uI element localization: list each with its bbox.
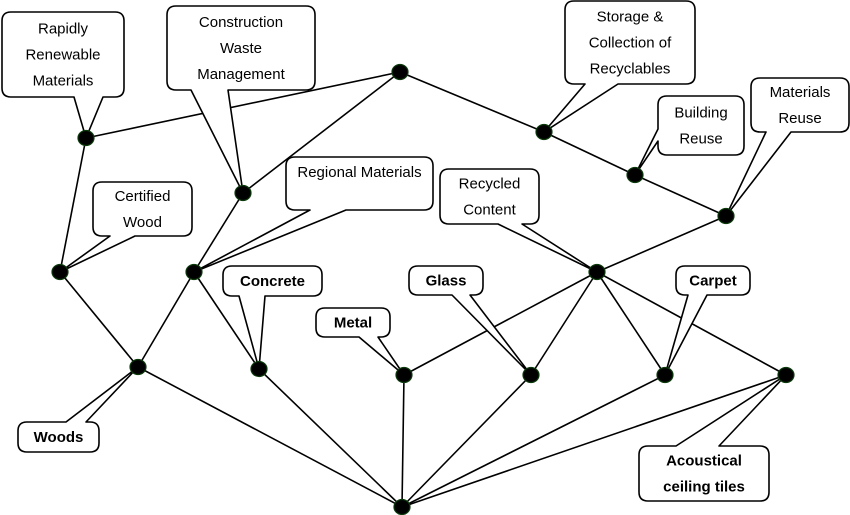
callout-label: Rapidly [38, 21, 89, 38]
callout-label: Regional Materials [297, 164, 421, 181]
callout-label: Wood [123, 214, 162, 231]
node-rapid [77, 129, 95, 147]
callout-label: Building [674, 105, 727, 122]
node-bottom [393, 498, 411, 515]
callout-storage: Storage & Collection of Recyclables [543, 0, 696, 133]
callout-bubble [166, 5, 316, 194]
callout-label: Recyclables [590, 61, 671, 78]
callout-label: Collection of [589, 35, 672, 52]
callout-label: Acoustical [666, 453, 742, 470]
edge-glass-bottom [401, 374, 532, 508]
callout-label: Certified [115, 188, 171, 205]
edge-regional-concrete [193, 271, 260, 370]
callout-bubble [17, 366, 139, 453]
callout-label: ceiling tiles [663, 479, 745, 496]
callout-bubble [439, 168, 598, 273]
edge-matreuse-recycled [596, 215, 727, 273]
node-glass [522, 366, 540, 384]
callout-label: Concrete [240, 273, 305, 290]
callout-bubble [193, 156, 434, 273]
edge-metal-bottom [401, 374, 405, 508]
callout-glass: Glass [408, 265, 532, 376]
edge-building-matreuse [634, 174, 727, 217]
edge-carpet-bottom [401, 374, 666, 508]
callout-label: Carpet [689, 273, 737, 290]
edges-layer [59, 71, 787, 508]
callout-bubble [408, 265, 532, 376]
edge-recycled-glass [530, 271, 598, 376]
node-certwood [51, 263, 69, 281]
node-matreuse [717, 207, 735, 225]
callout-carpet: Carpet [664, 265, 751, 376]
callout-woods: Woods [17, 366, 139, 453]
callout-label: Woods [34, 429, 84, 446]
callout-label: Reuse [778, 110, 821, 127]
callout-metal: Metal [315, 307, 405, 376]
node-regional [185, 263, 203, 281]
callout-concrete: Concrete [222, 265, 323, 370]
callout-acoustic: Acoustical ceiling tiles [638, 374, 787, 502]
callout-label: Recycled [459, 176, 521, 193]
edge-rapid-certwood [59, 137, 87, 273]
node-cwm [234, 184, 252, 202]
edge-storage-building [543, 131, 636, 176]
callout-label: Materials [33, 73, 94, 90]
node-woods [129, 358, 147, 376]
callout-bubble [725, 77, 850, 217]
callout-label: Metal [334, 315, 372, 332]
edge-regional-woods [137, 271, 195, 368]
edge-woods-bottom [137, 366, 403, 508]
callout-bubble [543, 0, 696, 133]
callout-label: Renewable [25, 47, 100, 64]
node-concrete [250, 360, 268, 378]
callout-bubble [59, 181, 193, 273]
callout-bubble [634, 95, 745, 176]
callout-label: Waste [220, 40, 262, 57]
edge-top-storage [399, 71, 545, 133]
callout-bubble [638, 374, 787, 502]
node-carpet [656, 366, 674, 384]
edge-recycled-metal [403, 271, 598, 376]
edge-top-cwm [242, 71, 401, 194]
callout-bubble [315, 307, 405, 376]
edge-certwood-woods [59, 271, 139, 368]
edge-cwm-regional [193, 192, 244, 273]
node-building [626, 166, 644, 184]
edge-recycled-carpet [596, 271, 666, 376]
node-top [391, 63, 409, 81]
node-storage [535, 123, 553, 141]
node-recycled [588, 263, 606, 281]
callout-label: Reuse [679, 131, 722, 148]
node-acoustic [777, 366, 795, 384]
callout-label: Management [197, 66, 285, 83]
edge-concrete-bottom [258, 368, 403, 508]
callout-label: Storage & [597, 9, 664, 26]
nodes-layer [51, 63, 795, 515]
callout-label: Materials [770, 84, 831, 101]
callout-label: Content [463, 202, 516, 219]
callout-bubble [664, 265, 751, 376]
callout-bubble [222, 265, 323, 370]
callout-bubble [1, 11, 125, 139]
callout-label: Construction [199, 14, 283, 31]
edge-top-rapid [85, 71, 401, 139]
callout-regional: Regional Materials [193, 156, 434, 273]
edge-acoustic-bottom [401, 374, 787, 508]
node-metal [395, 366, 413, 384]
callout-label: Glass [426, 273, 467, 290]
